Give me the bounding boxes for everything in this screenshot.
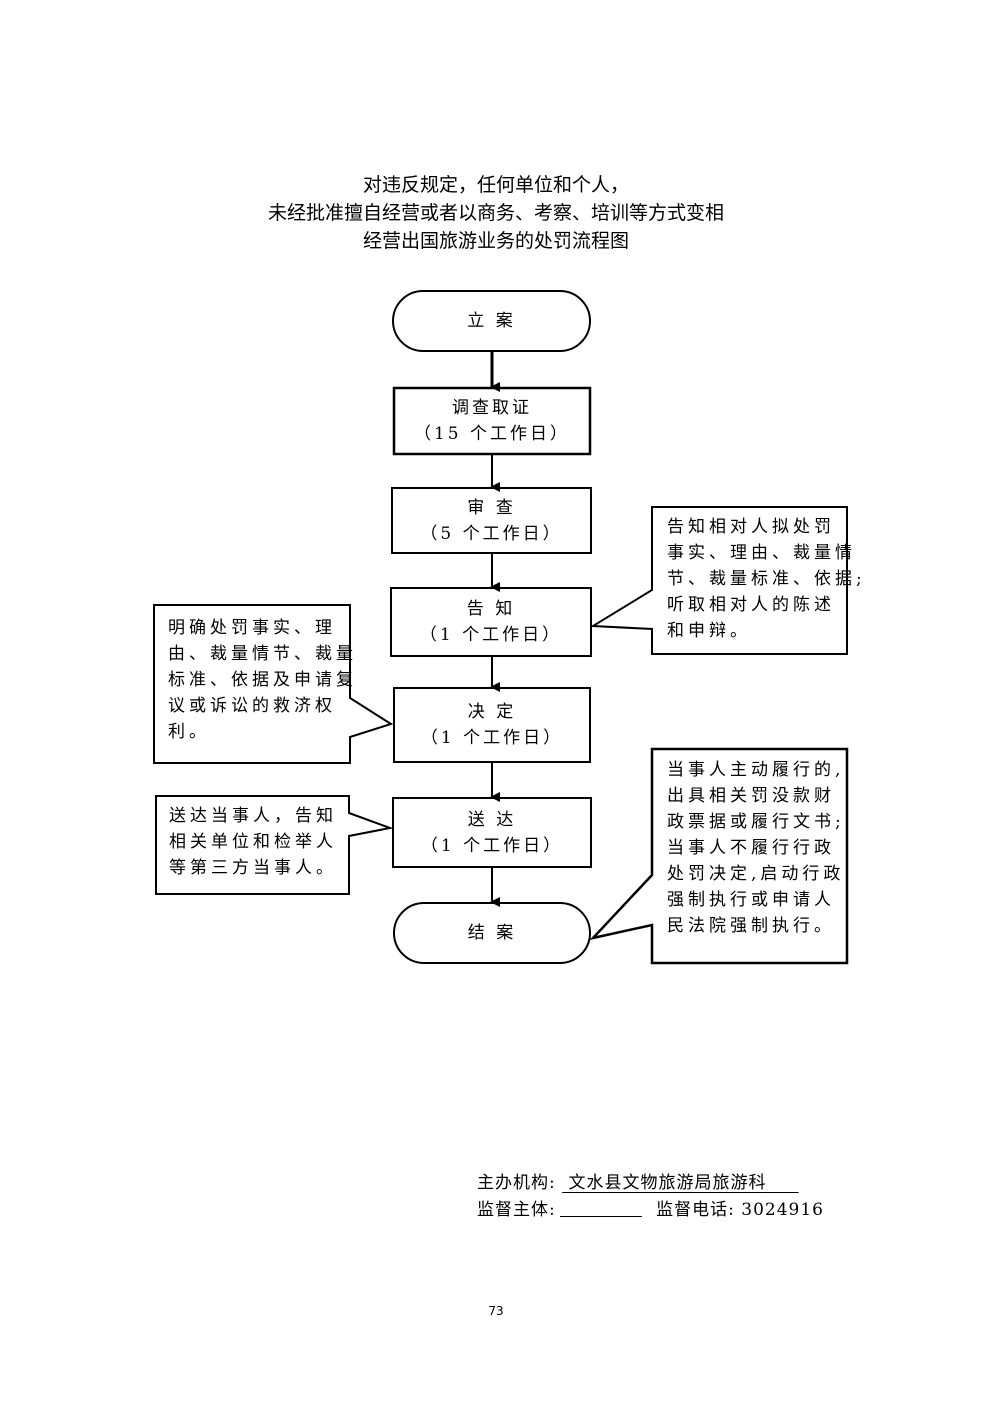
note-line: 听取相对人的陈述: [667, 595, 835, 615]
note-line: 告知相对人拟处罚: [667, 517, 835, 537]
step-investigate: 调查取证 （15 个工作日）: [394, 388, 590, 454]
phone-label: 监督电话:: [656, 1200, 735, 1220]
note-line: 和申辩。: [667, 621, 751, 641]
notify-box-shape: [390, 587, 592, 657]
step-deliver: 送 达 （1 个工作日）: [393, 798, 591, 867]
supervisor-blank-line: [559, 1198, 642, 1217]
step-decide: 决 定 （1 个工作日）: [394, 688, 590, 762]
note-close-callout-shape: [589, 747, 849, 965]
title-line-2: 未经批准擅自经营或者以商务、考察、培训等方式变相: [267, 202, 724, 224]
note-line: 当事人不履行行政: [667, 838, 835, 858]
step-notify: 告 知 （1 个工作日）: [391, 588, 591, 656]
step-investigate-duration: （15 个工作日）: [413, 424, 571, 444]
note-line: 议或诉讼的救济权: [168, 696, 336, 716]
note-deliver: 送达当事人，告知 相关单位和检举人 等第三方当事人。: [169, 803, 337, 881]
title-line-3: 经营出国旅游业务的处罚流程图: [362, 230, 629, 252]
step-review-duration: （5 个工作日）: [420, 523, 563, 544]
note-line: 由、裁量情节、裁量: [168, 644, 357, 664]
note-decide-callout-shape: [153, 604, 394, 764]
step-deliver-duration: （1 个工作日）: [420, 835, 564, 856]
note-close: 当事人主动履行的, 出具相关罚没款财 政票据或履行文书; 当事人不履行行政 处罚…: [667, 757, 845, 939]
note-line: 处罚决定,启动行政: [667, 864, 845, 884]
organizer-label: 主办机构:: [477, 1173, 556, 1193]
page-number: 73: [488, 1304, 504, 1318]
document-title: 对违反规定，任何单位和个人， 未经批准擅自经营或者以商务、考察、培训等方式变相 …: [0, 171, 992, 255]
step-deliver-label: 送 达: [467, 809, 517, 830]
note-line: 民法院强制执行。: [667, 916, 835, 936]
deliver-box-shape: [392, 797, 592, 868]
note-line: 明确处罚事实、理: [168, 618, 336, 638]
investigate-box-shape: [392, 386, 592, 456]
step-review: 审 查 （5 个工作日）: [392, 488, 591, 553]
start-terminal-shape: [392, 290, 591, 352]
review-box-shape: [391, 487, 592, 554]
step-notify-label: 告 知: [466, 599, 516, 619]
step-close-label: 结 案: [467, 923, 517, 943]
step-start: 立 案: [393, 291, 590, 351]
note-line: 节、裁量标准、依据;: [667, 569, 866, 589]
note-line: 标准、依据及申请复: [168, 670, 357, 690]
note-line: 政票据或履行文书;: [667, 812, 845, 832]
note-notify-callout-shape: [589, 506, 848, 655]
supervisor-row: 监督主体: 监督电话: 3024916: [477, 1197, 824, 1224]
phone-value: 3024916: [741, 1200, 824, 1220]
step-decide-label: 决 定: [467, 702, 517, 722]
note-line: 强制执行或申请人: [667, 890, 835, 910]
organizer-value: 文水县文物旅游局旅游科: [562, 1173, 798, 1193]
note-line: 送达当事人，告知: [169, 806, 337, 826]
note-line: 事实、理由、裁量情: [667, 543, 856, 563]
step-start-label: 立 案: [467, 311, 516, 331]
step-investigate-label: 调查取证: [452, 398, 532, 418]
step-decide-duration: （1 个工作日）: [420, 728, 564, 748]
footer-info: 主办机构: 文水县文物旅游局旅游科 监督主体: 监督电话: 3024916: [477, 1170, 824, 1224]
note-line: 利。: [168, 722, 210, 742]
note-deliver-callout-shape: [155, 795, 394, 895]
organizer-row: 主办机构: 文水县文物旅游局旅游科: [477, 1170, 824, 1197]
decide-box-shape: [393, 687, 591, 763]
step-close: 结 案: [394, 903, 590, 963]
note-line: 出具相关罚没款财: [667, 786, 835, 806]
title-line-1: 对违反规定，任何单位和个人，: [362, 174, 629, 196]
note-line: 等第三方当事人。: [169, 858, 337, 878]
note-notify: 告知相对人拟处罚 事实、理由、裁量情 节、裁量标准、依据; 听取相对人的陈述 和…: [667, 514, 866, 644]
step-review-label: 审 查: [467, 497, 516, 518]
supervisor-label: 监督主体:: [477, 1200, 556, 1220]
organizer-value-text: 文水县文物旅游局旅游科: [568, 1173, 767, 1193]
note-line: 当事人主动履行的,: [667, 760, 845, 780]
note-line: 相关单位和检举人: [169, 832, 337, 852]
step-notify-duration: （1 个工作日）: [419, 625, 563, 645]
note-decide: 明确处罚事实、理 由、裁量情节、裁量 标准、依据及申请复 议或诉讼的救济权 利。: [168, 615, 357, 745]
